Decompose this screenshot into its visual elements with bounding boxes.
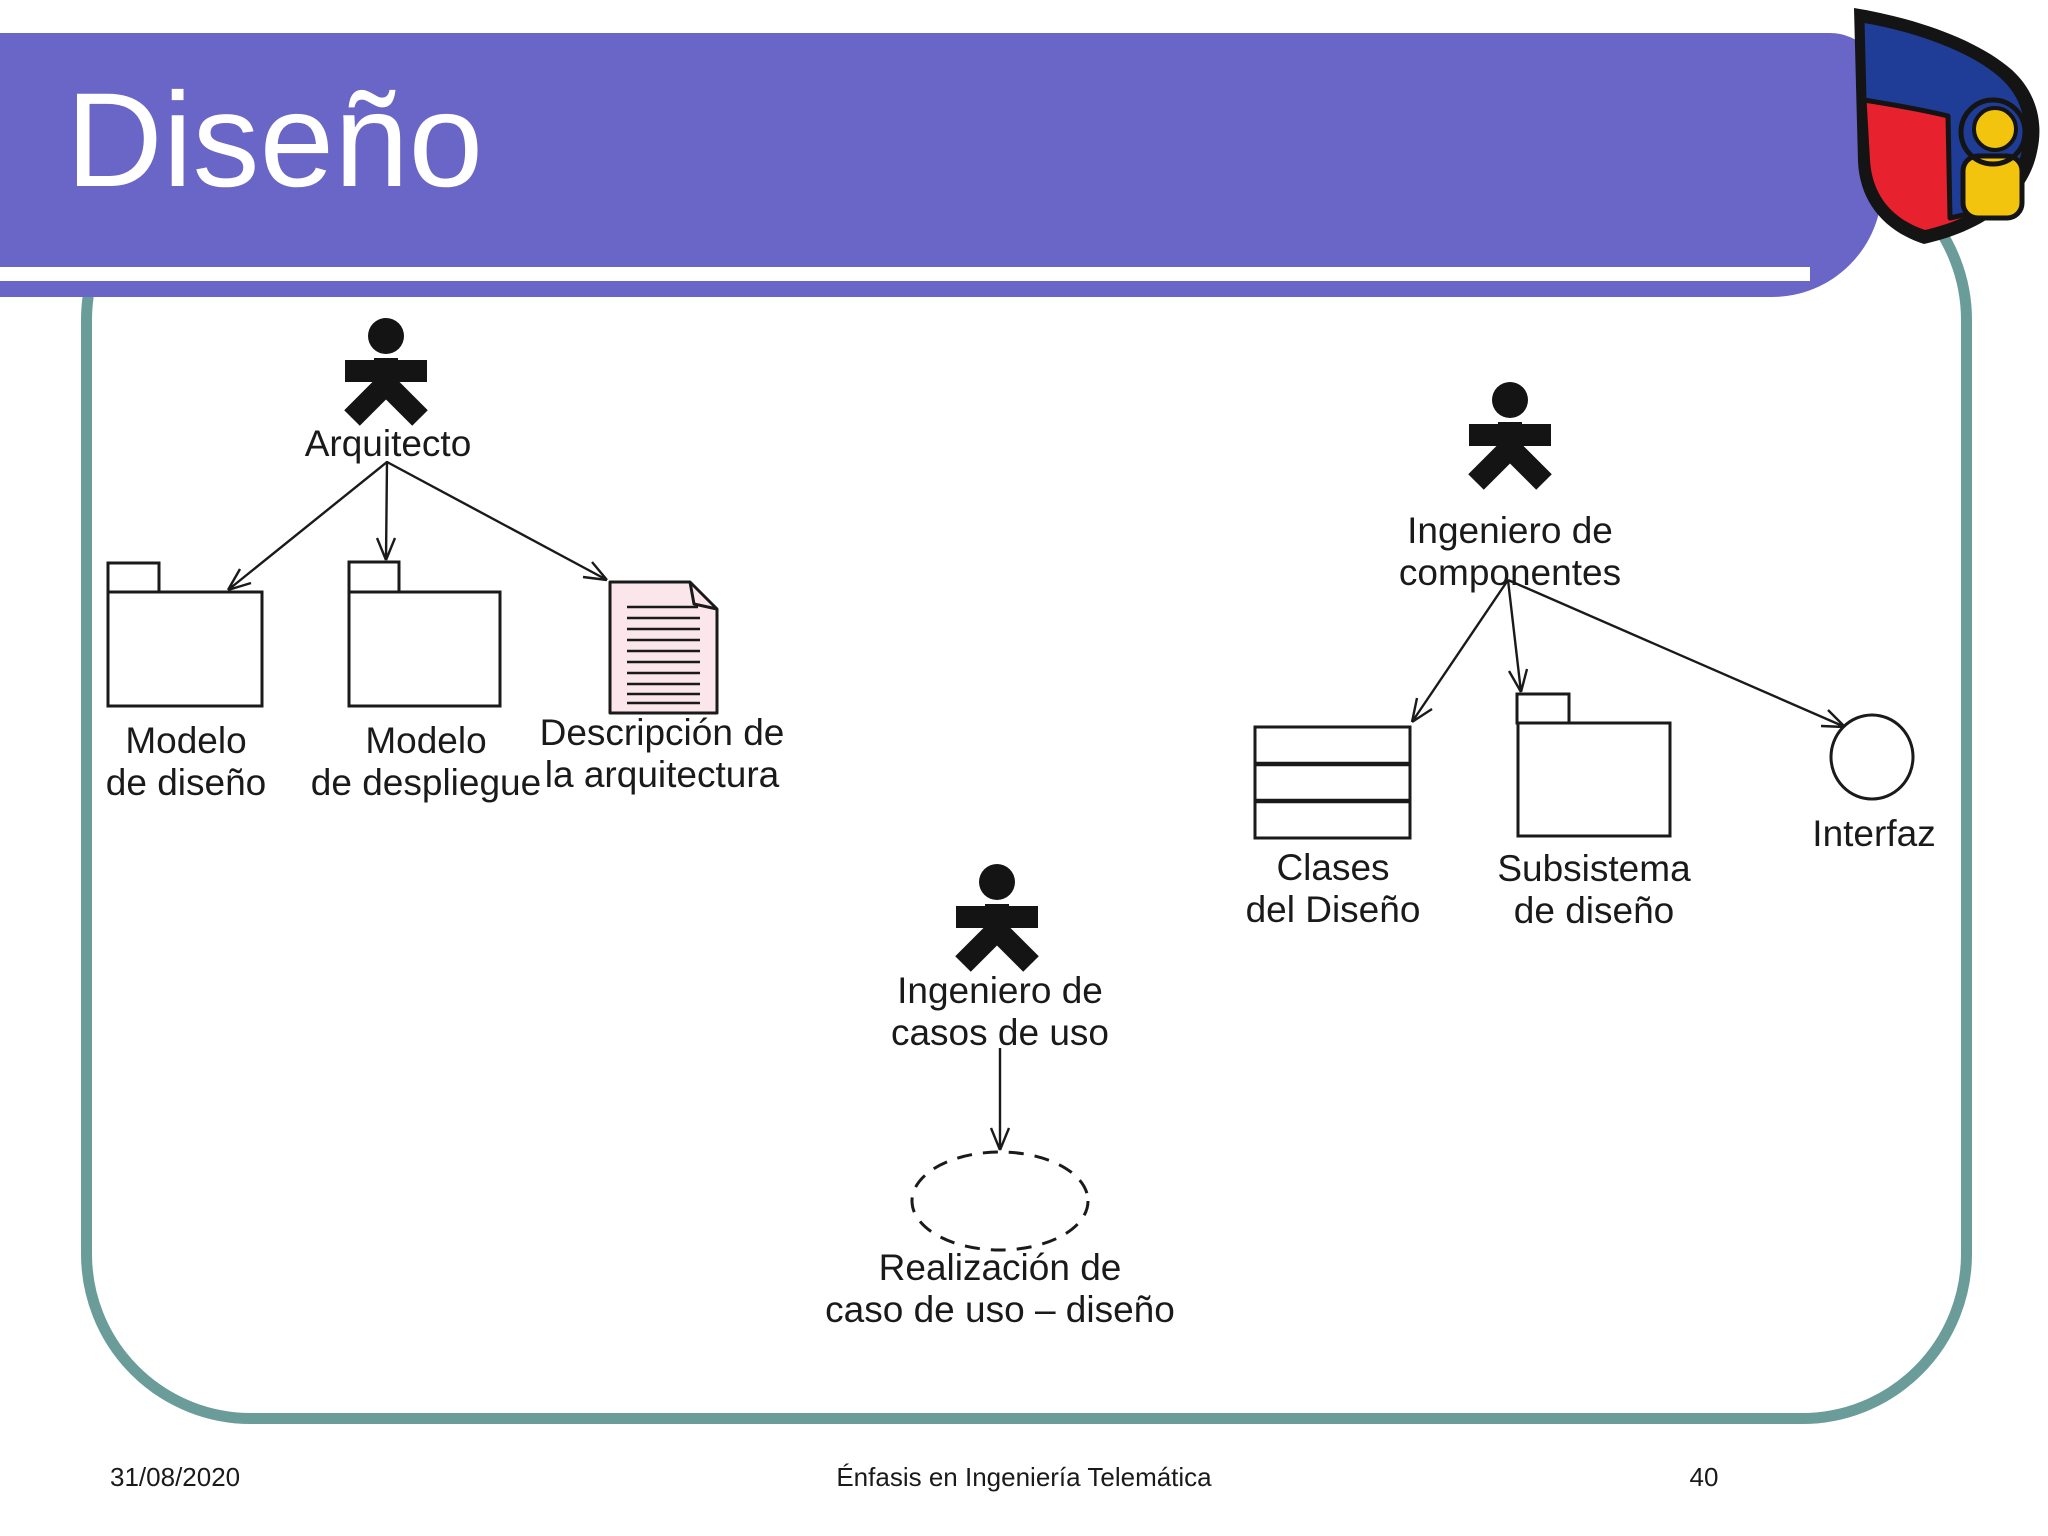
footer-page-number: 40 xyxy=(1689,1462,1719,1492)
label-modelo-diseno: Modelo de diseño xyxy=(105,720,267,803)
usecase-realizacion-ellipse xyxy=(910,1150,1090,1252)
document-descripcion-arquitectura xyxy=(608,580,719,715)
package-modelo-despliegue xyxy=(347,560,502,708)
footer-course-title: Énfasis en Ingeniería Telemática xyxy=(836,1462,1212,1492)
label-descripcion-arquitectura: Descripción de la arquitectura xyxy=(539,712,785,795)
title-banner-underline xyxy=(0,267,1810,281)
label-realizacion-caso-uso: Realización de caso de uso – diseño xyxy=(825,1247,1175,1330)
label-clases-diseno: Clases del Diseño xyxy=(1245,847,1421,930)
logo-leaf-icon xyxy=(1854,8,2040,244)
package-subsistema-diseno xyxy=(1515,692,1672,838)
title-banner xyxy=(0,33,1882,297)
label-ingeniero-casos-uso: Ingeniero de casos de uso xyxy=(890,970,1110,1053)
classbox-clases-diseno xyxy=(1253,725,1412,840)
interface-circle xyxy=(1829,713,1915,801)
actor-ingeniero-casos-uso-icon xyxy=(956,864,1038,964)
label-subsistema-diseno: Subsistema de diseño xyxy=(1497,848,1691,931)
label-ingeniero-componentes: Ingeniero de componentes xyxy=(1398,510,1622,593)
arrow-ingeniero-casos-uso xyxy=(989,1048,1011,1151)
university-logo xyxy=(1854,8,2040,244)
page-title: Diseño xyxy=(66,66,484,215)
package-modelo-diseno xyxy=(106,561,264,708)
arrows-arquitecto xyxy=(226,460,608,592)
footer-date: 31/08/2020 xyxy=(110,1462,241,1492)
label-interfaz: Interfaz xyxy=(1812,813,1936,854)
arrows-ingeniero-componentes xyxy=(1410,578,1846,729)
actor-ingeniero-componentes-icon xyxy=(1469,382,1551,482)
actor-arquitecto-icon xyxy=(345,318,427,418)
label-modelo-despliegue: Modelo de despliegue xyxy=(310,720,542,803)
label-arquitecto: Arquitecto xyxy=(304,423,472,464)
